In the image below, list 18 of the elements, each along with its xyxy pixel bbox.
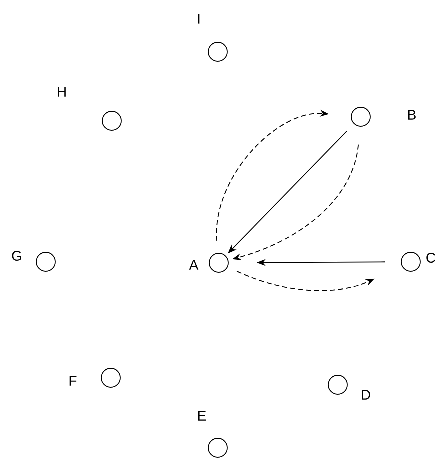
node-label: D bbox=[362, 390, 370, 400]
node-circle bbox=[102, 111, 122, 131]
node-circle bbox=[351, 107, 371, 127]
node-label: F bbox=[70, 376, 77, 386]
node-label: H bbox=[58, 87, 66, 97]
node-circle bbox=[209, 253, 229, 273]
node-circle bbox=[101, 368, 121, 388]
node-label: B bbox=[408, 110, 416, 120]
node-circle bbox=[36, 252, 56, 272]
node-label: G bbox=[12, 251, 22, 261]
node-circle bbox=[208, 438, 228, 458]
node-circle bbox=[208, 42, 228, 62]
node-circle bbox=[401, 252, 421, 272]
node-label: C bbox=[426, 253, 436, 263]
node-label: I bbox=[198, 14, 200, 24]
node-circle bbox=[328, 375, 348, 395]
node-label: A bbox=[189, 260, 199, 270]
node-label: E bbox=[198, 411, 206, 421]
